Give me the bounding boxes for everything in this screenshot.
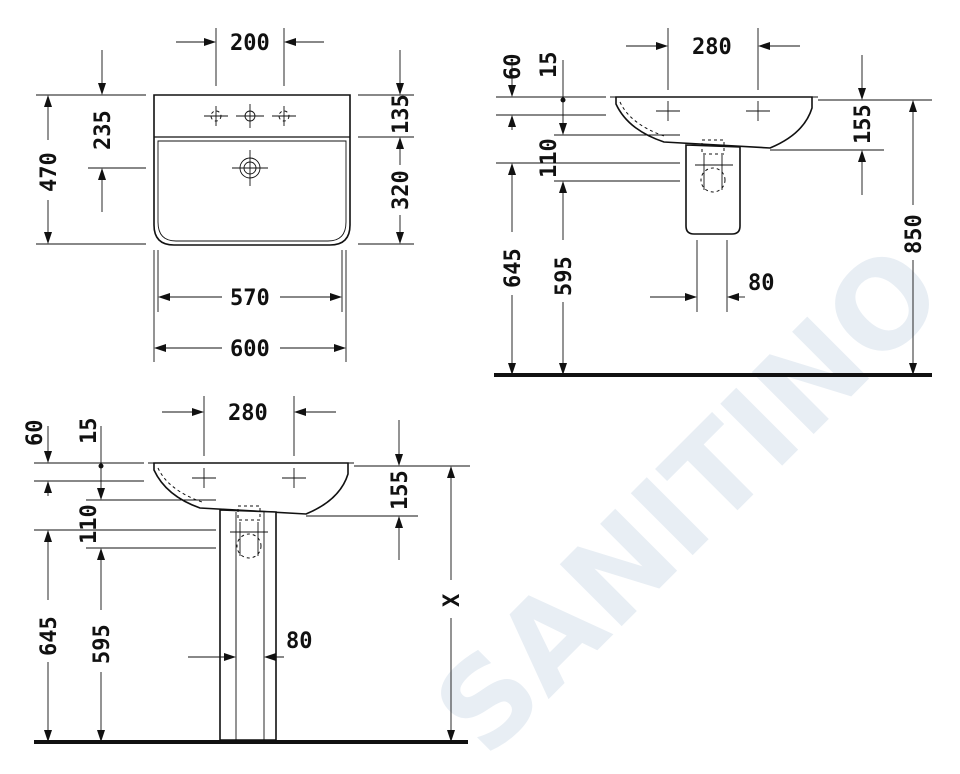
dim-side-80: 80 — [748, 271, 775, 296]
dim-side-850: 850 — [902, 214, 927, 254]
dim-side-15: 15 — [537, 52, 562, 79]
dim-front-200: 200 — [230, 31, 270, 56]
dim-side-155: 155 — [851, 104, 876, 144]
dim-ped-595: 595 — [90, 624, 115, 664]
dim-side-595: 595 — [552, 256, 577, 296]
dim-front-600: 600 — [230, 337, 270, 362]
dim-ped-155: 155 — [388, 470, 413, 510]
tap-hole-left-icon — [204, 106, 228, 126]
semi-pedestal — [685, 144, 741, 235]
dim-ped-15: 15 — [77, 418, 102, 445]
dim-side-645: 645 — [501, 248, 526, 288]
front-view: 200 235 470 135 320 — [36, 28, 414, 362]
side-tap-right-icon — [746, 101, 770, 121]
full-pedestal — [219, 509, 277, 741]
dim-front-570: 570 — [230, 286, 270, 311]
dim-side-110: 110 — [537, 138, 562, 178]
side-view-wall: 280 60 15 110 645 595 — [494, 28, 932, 377]
dim-front-235: 235 — [91, 110, 116, 150]
dim-front-135: 135 — [389, 94, 414, 134]
watermark: SANITINO — [409, 221, 960, 774]
dim-ped-80: 80 — [286, 629, 313, 654]
side-view-pedestal: 280 60 15 110 645 595 — [23, 396, 470, 744]
dim-side-280: 280 — [692, 35, 732, 60]
front-basin-outline — [153, 94, 351, 246]
drain-hole-icon — [232, 150, 268, 186]
dim-ped-60: 60 — [23, 420, 48, 447]
pedestal-tap-right-icon — [282, 468, 306, 488]
side-tap-left-icon — [656, 101, 680, 121]
dim-front-470: 470 — [37, 152, 62, 192]
front-basin-bowl — [157, 140, 347, 242]
dim-ped-x: X — [440, 594, 465, 607]
tap-hole-right-icon — [272, 106, 296, 126]
dim-ped-645: 645 — [37, 616, 62, 656]
dim-ped-110: 110 — [77, 504, 102, 544]
dim-front-320: 320 — [389, 170, 414, 210]
tap-hole-icon — [236, 104, 264, 128]
dim-ped-280: 280 — [228, 401, 268, 426]
pedestal-basin-outline — [153, 462, 349, 515]
dim-side-60: 60 — [501, 54, 526, 81]
pedestal-tap-left-icon — [192, 468, 216, 488]
